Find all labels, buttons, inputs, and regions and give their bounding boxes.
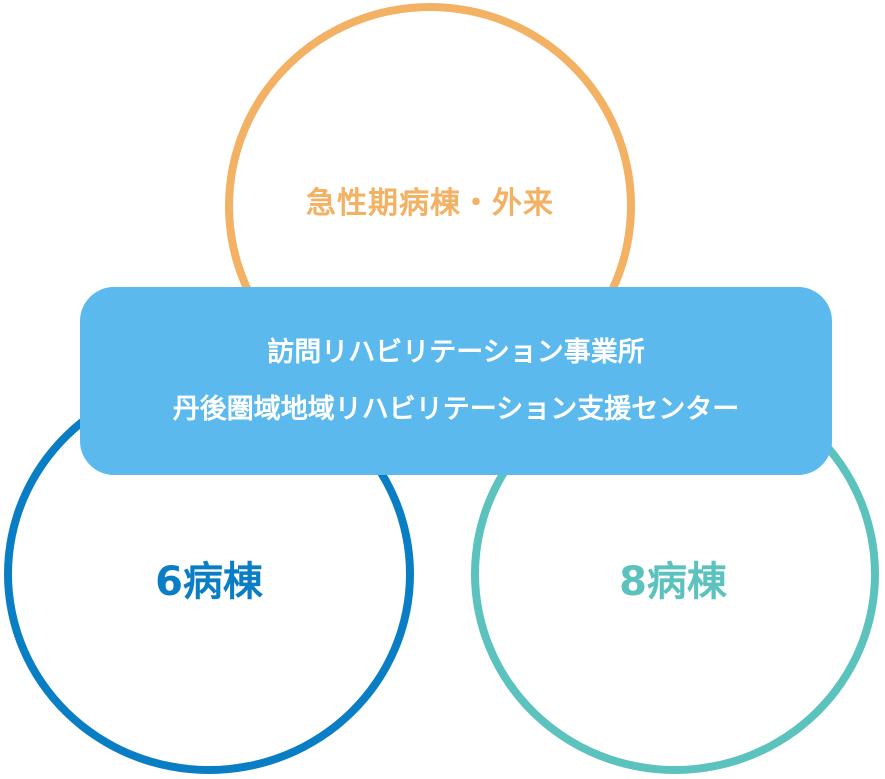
visiting-rehab-office-label: 訪問リハビリテーション事業所 (267, 337, 645, 368)
center-rehab-box: 訪問リハビリテーション事業所 丹後圏域地域リハビリテーション支援センター (80, 287, 832, 475)
acute-ward-label: 急性期病棟・外来 (306, 186, 554, 221)
regional-rehab-support-center-label: 丹後圏域地域リハビリテーション支援センター (172, 394, 740, 425)
ward-6-label: 6病棟 (155, 559, 263, 605)
ward-8-label: 8病棟 (619, 559, 727, 605)
